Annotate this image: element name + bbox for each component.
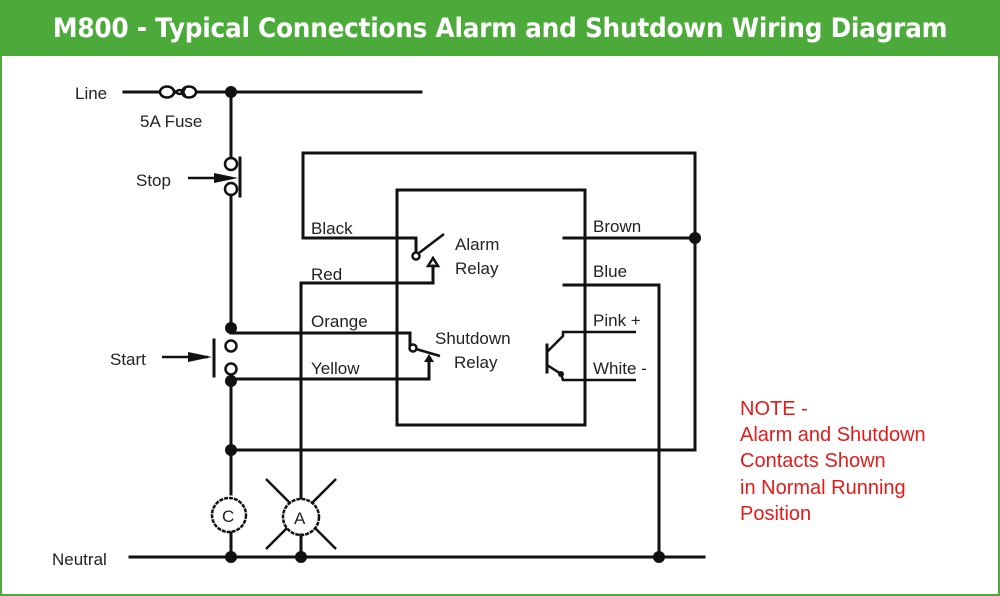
blue-wire bbox=[562, 283, 661, 559]
note-line-5: Position bbox=[740, 503, 811, 525]
note-line-3: Contacts Shown bbox=[740, 450, 886, 472]
contactor-coil-icon bbox=[210, 496, 248, 534]
yellow-wire-label: Yellow bbox=[311, 359, 360, 378]
black-brown-loop-wire bbox=[229, 151, 697, 452]
brown-wire-label: Brown bbox=[593, 217, 641, 236]
start-button-icon bbox=[162, 338, 238, 378]
orange-wire-label: Orange bbox=[311, 312, 368, 331]
neutral-label: Neutral bbox=[52, 550, 107, 569]
alarm-lamp-label: A bbox=[294, 509, 306, 528]
white-wire-label: White - bbox=[593, 359, 647, 378]
shutdown-relay-contact-icon bbox=[408, 331, 441, 381]
note-line-4: in Normal Running bbox=[740, 477, 906, 499]
alarm-relay-label-line1: Alarm bbox=[455, 235, 499, 254]
note-line-1: NOTE - bbox=[740, 398, 808, 420]
alarm-relay-label-line2: Relay bbox=[455, 259, 499, 278]
blue-wire-label: Blue bbox=[593, 262, 627, 281]
pink-wire-label: Pink + bbox=[593, 311, 641, 330]
junction-dot bbox=[689, 232, 701, 244]
junction-dot bbox=[225, 551, 237, 563]
shutdown-relay-label-line2: Relay bbox=[454, 353, 498, 372]
fuse-label: 5A Fuse bbox=[140, 112, 202, 131]
page-title: M800 - Typical Connections Alarm and Shu… bbox=[52, 12, 948, 44]
red-wire-label: Red bbox=[311, 265, 342, 284]
shutdown-relay-label-line1: Shutdown bbox=[435, 329, 511, 348]
note-line-2: Alarm and Shutdown bbox=[740, 424, 926, 446]
black-wire-label: Black bbox=[311, 219, 353, 238]
stop-label: Stop bbox=[136, 171, 171, 190]
junction-dot bbox=[295, 551, 307, 563]
header-bar: M800 - Typical Connections Alarm and Shu… bbox=[0, 0, 1000, 56]
contactor-label: C bbox=[222, 507, 234, 526]
stop-button-icon bbox=[188, 156, 242, 198]
junction-dot bbox=[225, 322, 237, 334]
fuse-icon bbox=[158, 85, 198, 99]
start-label: Start bbox=[110, 350, 146, 369]
m800-module-box bbox=[395, 188, 587, 427]
alarm-relay-contact-icon bbox=[401, 233, 445, 285]
line-label: Line bbox=[75, 84, 107, 103]
transistor-icon bbox=[545, 330, 636, 382]
